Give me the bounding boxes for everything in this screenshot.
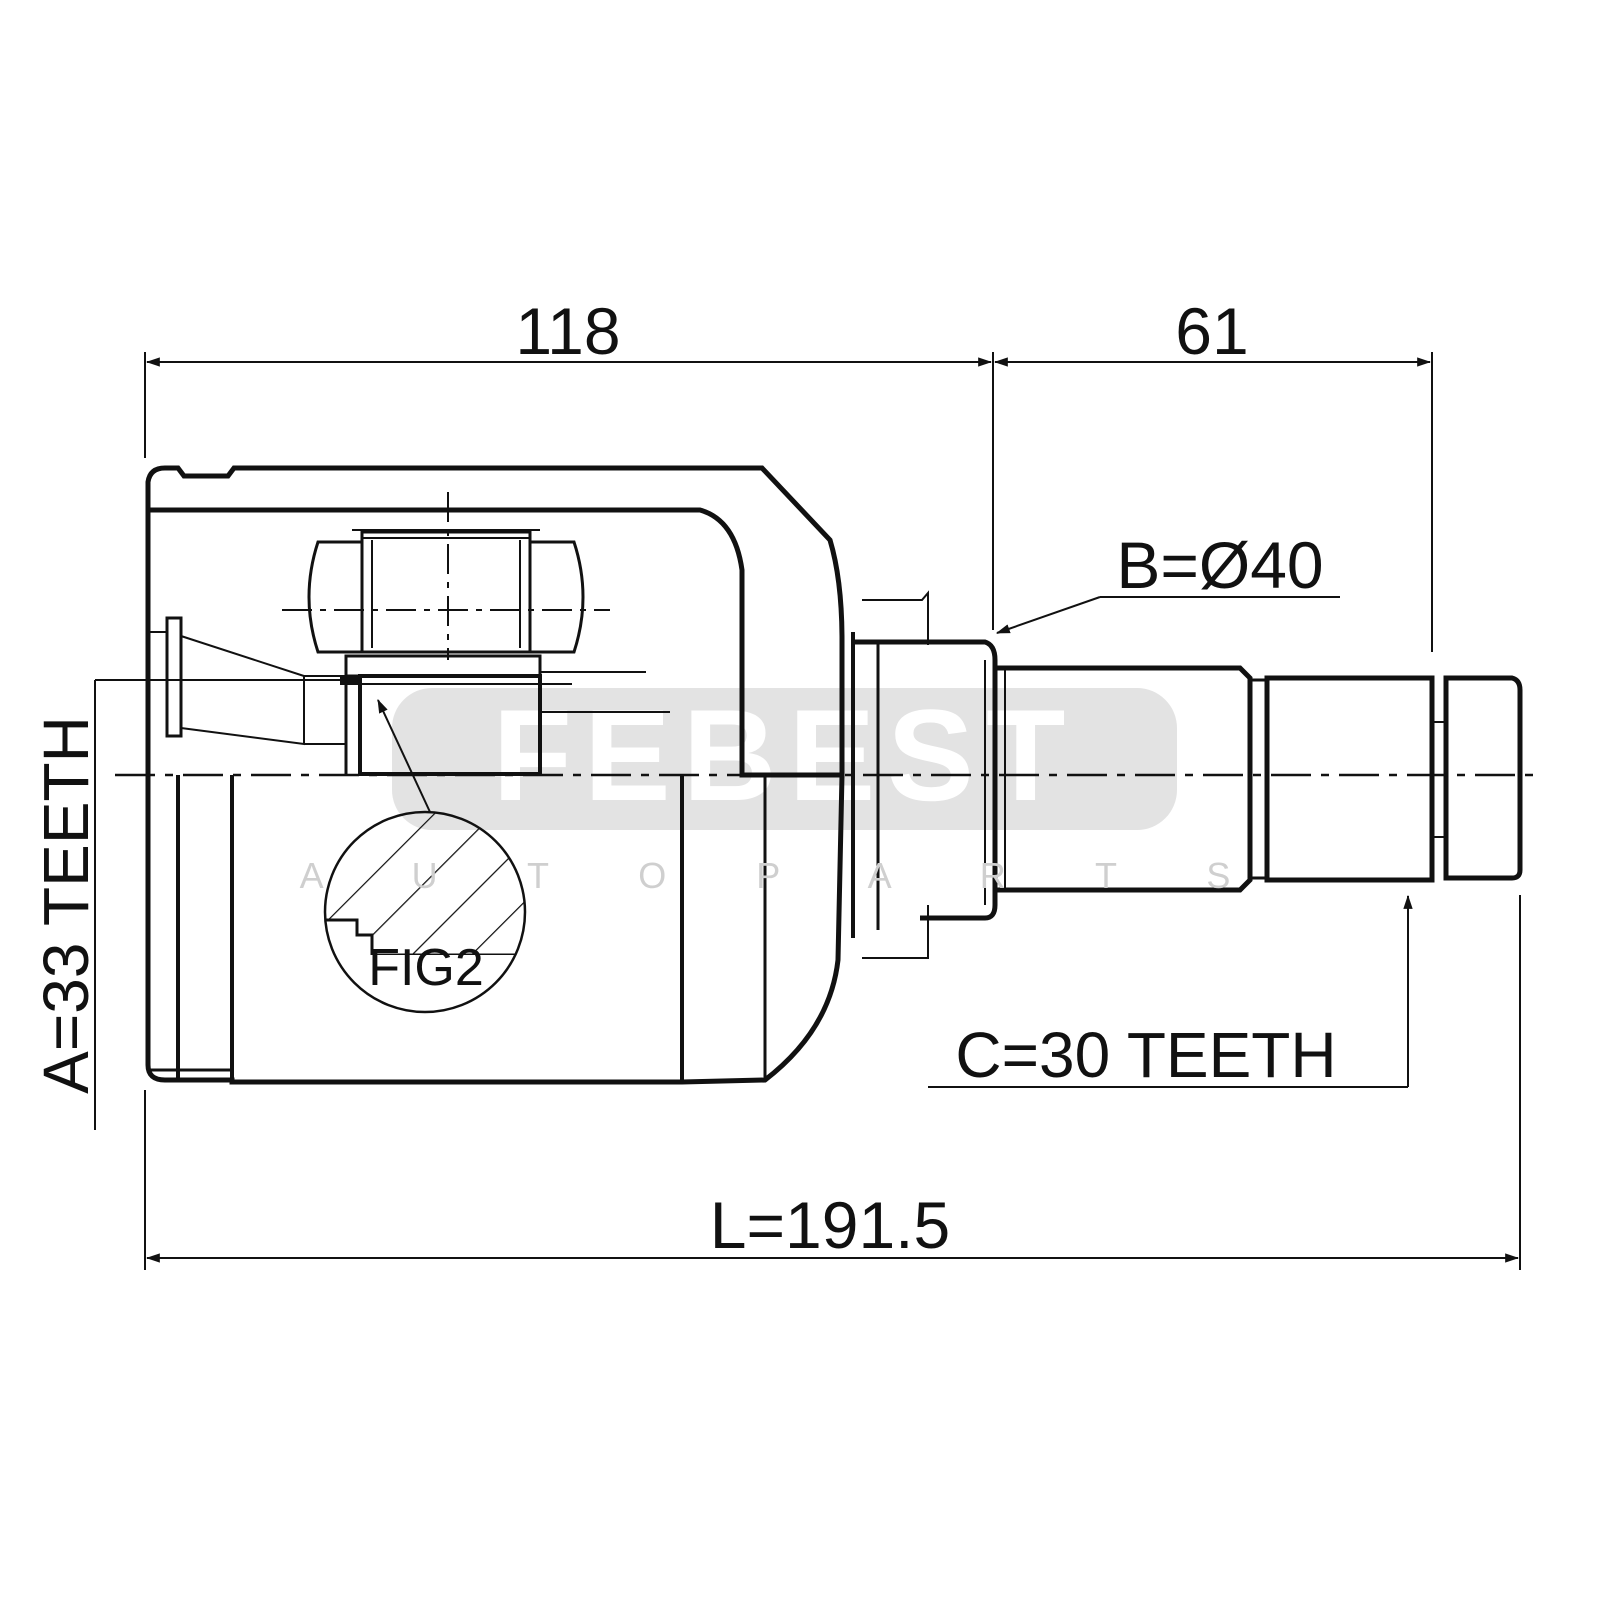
dimension-118-label: 118	[515, 294, 620, 368]
dimension-b-label: B=Ø40	[1116, 528, 1323, 602]
outer-housing	[145, 465, 845, 1085]
dimension-c-teeth: C=30 TEETH	[928, 894, 1413, 1091]
dimension-a-label: A=33 TEETH	[30, 716, 102, 1094]
dimension-total-length-label: L=191.5	[710, 1188, 950, 1262]
dimension-61-label: 61	[1175, 294, 1248, 368]
output-shaft	[851, 590, 1523, 959]
retaining-ring	[148, 616, 346, 746]
tripod-roller	[282, 492, 670, 776]
watermark-logo: FEBEST	[392, 682, 1177, 830]
dimension-61: 61	[993, 294, 1433, 652]
watermark-brand: FEBEST	[493, 682, 1078, 828]
watermark-tagline: A U T O P A R T S	[300, 855, 1271, 896]
dimension-total-length: L=191.5	[144, 895, 1521, 1270]
dimension-b-diameter: B=Ø40	[995, 528, 1340, 634]
dimension-c-label: C=30 TEETH	[955, 1019, 1336, 1091]
dimension-118: 118	[144, 294, 994, 630]
detail-label: FIG2	[368, 939, 484, 997]
dimension-a-teeth: A=33 TEETH	[30, 679, 350, 1130]
